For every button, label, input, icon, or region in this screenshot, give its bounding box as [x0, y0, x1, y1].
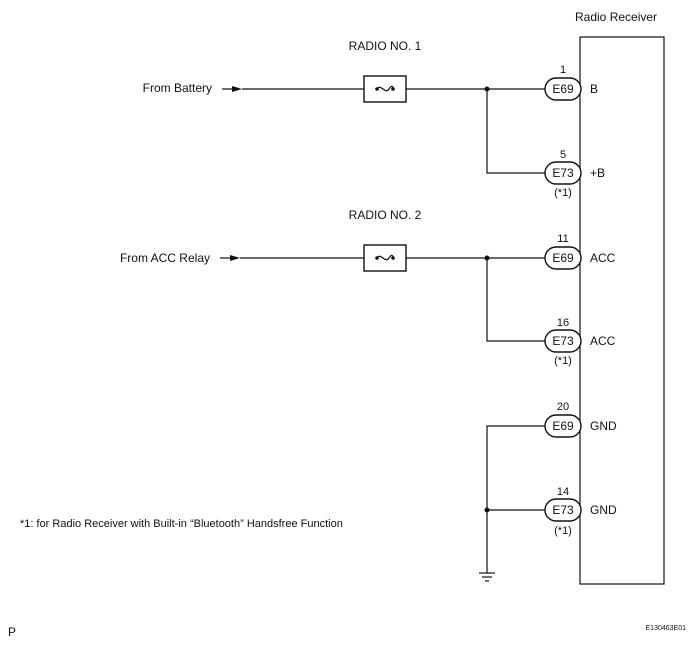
connector-code: E73: [552, 503, 574, 517]
pin-number: 14: [557, 486, 569, 498]
connector-e69: [544, 246, 582, 270]
signal-label: ACC: [590, 334, 616, 348]
connector-code: E69: [552, 82, 574, 96]
terminal-20-gnd: 20 E69 GND: [544, 401, 617, 438]
pin-number: 20: [557, 401, 569, 413]
fuse-radio-no2-label: RADIO NO. 2: [349, 208, 422, 222]
radio-receiver-box: [579, 36, 665, 585]
source-battery-label: From Battery: [143, 81, 212, 95]
footnote-ref: (*1): [554, 355, 572, 367]
connector-code: E73: [552, 334, 574, 348]
terminal-1-b: 1 E69 B: [544, 64, 598, 101]
signal-label: GND: [590, 419, 617, 433]
signal-label: +B: [590, 166, 605, 180]
terminal-5-plus-b: 5 E73 +B (*1): [544, 149, 605, 199]
connector-e73: [544, 329, 582, 353]
connector-code: E69: [552, 251, 574, 265]
connector-e73: [544, 498, 582, 522]
footnote-ref: (*1): [554, 187, 572, 199]
connector-e73: [544, 161, 582, 185]
connector-e69: [544, 77, 582, 101]
footnote-ref: (*1): [554, 525, 572, 537]
pin-number: 5: [560, 149, 566, 161]
figure-code: E130463E01: [646, 625, 687, 632]
connector-code: E69: [552, 419, 574, 433]
fuse-icon: [363, 75, 407, 103]
splice-dot: [484, 507, 490, 513]
ground-icon: [479, 572, 495, 582]
source-acc-relay-label: From ACC Relay: [120, 251, 210, 265]
connector-e69: [544, 414, 582, 438]
signal-label: B: [590, 82, 598, 96]
corner-mark-left: P: [8, 625, 16, 639]
signal-label: GND: [590, 503, 617, 517]
footnote: *1: for Radio Receiver with Built-in “Bl…: [20, 518, 343, 530]
connector-code: E73: [552, 166, 574, 180]
receiver-title: Radio Receiver: [575, 10, 657, 24]
signal-label: ACC: [590, 251, 616, 265]
terminal-14-gnd: 14 E73 GND (*1): [544, 486, 617, 537]
wire-acc-16: [486, 258, 545, 342]
wire-gnd-20: [486, 425, 545, 573]
wire-plus-b: [486, 89, 545, 174]
pin-number: 11: [557, 233, 568, 245]
arrow-right-icon: [222, 86, 242, 92]
arrow-right-icon: [220, 255, 240, 261]
fuse-icon: [363, 244, 407, 272]
terminal-16-acc: 16 E73 ACC (*1): [544, 317, 616, 367]
pin-number: 1: [560, 64, 566, 76]
fuse-radio-no1-label: RADIO NO. 1: [349, 39, 422, 53]
terminal-11-acc: 11 E69 ACC: [544, 233, 616, 270]
pin-number: 16: [557, 317, 569, 329]
